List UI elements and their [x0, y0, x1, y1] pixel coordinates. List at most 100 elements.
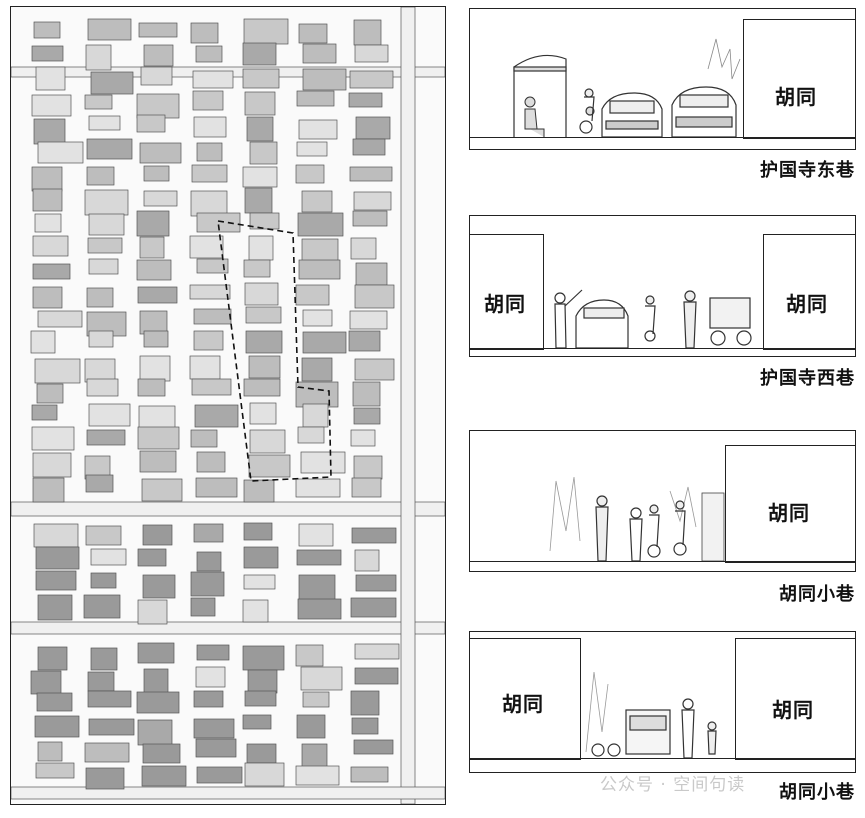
building-footprint — [248, 355, 281, 379]
pedestrian — [629, 507, 643, 562]
building-footprint — [85, 767, 125, 790]
building-footprint — [193, 690, 224, 708]
building-footprint — [242, 42, 277, 66]
building-footprint — [37, 310, 83, 328]
building-footprint — [31, 45, 64, 62]
building-footprint — [196, 451, 226, 473]
building-footprint — [302, 691, 330, 708]
hutong-building — [743, 19, 855, 139]
ground-line — [470, 348, 855, 349]
building-footprint — [351, 717, 379, 735]
building-footprint — [189, 235, 224, 259]
building-footprint — [193, 116, 227, 138]
seated-person — [524, 96, 545, 137]
building-footprint — [354, 284, 395, 309]
building-footprint — [295, 164, 325, 184]
building-footprint — [87, 690, 132, 708]
building-footprint — [32, 235, 69, 257]
building-footprint — [139, 142, 182, 164]
building-footprint — [137, 286, 178, 304]
car-2 — [671, 86, 737, 138]
building-footprint — [191, 378, 232, 396]
building-footprint — [85, 44, 112, 71]
hutong-label: 胡同 — [768, 501, 810, 525]
building-footprint — [352, 381, 381, 407]
building-footprint — [243, 479, 275, 503]
building-footprint — [244, 762, 285, 787]
building-footprint — [90, 647, 118, 671]
building-footprint — [31, 166, 63, 192]
cyclist — [647, 504, 661, 558]
building-footprint — [246, 743, 277, 764]
building-footprint — [136, 691, 180, 714]
building-footprint — [87, 671, 115, 692]
building-footprint — [32, 452, 72, 478]
building-footprint — [88, 330, 114, 348]
building-footprint — [137, 719, 173, 746]
building-footprint — [143, 165, 170, 182]
section-3-drawing — [549, 476, 725, 562]
building-footprint — [139, 450, 177, 473]
building-footprint — [193, 523, 224, 543]
building-footprint — [298, 574, 336, 601]
building-footprint — [243, 546, 279, 569]
hutong-label-right: 胡同 — [772, 698, 814, 722]
building-footprint — [86, 166, 115, 186]
building-footprint — [30, 330, 56, 354]
building-footprint — [298, 523, 334, 547]
building-footprint — [142, 743, 181, 764]
building-footprint — [301, 357, 333, 382]
hutong-label: 胡同 — [775, 85, 817, 109]
building-footprint — [297, 598, 342, 620]
building-footprint — [190, 597, 216, 617]
building-footprint — [249, 141, 278, 165]
building-footprint — [353, 191, 392, 211]
road — [11, 501, 445, 517]
building-footprint — [88, 115, 121, 131]
building-footprint — [141, 478, 183, 502]
building-footprint — [242, 645, 285, 671]
building-footprint — [300, 666, 343, 691]
building-footprint — [243, 18, 289, 45]
street-section-2: 胡同 胡同 — [469, 215, 856, 357]
building-footprint — [37, 141, 84, 164]
building-footprint — [244, 91, 276, 116]
building-footprint — [143, 330, 169, 348]
building-footprint — [190, 190, 228, 217]
building-footprint — [354, 667, 399, 685]
building-footprint — [37, 594, 73, 621]
building-footprint — [141, 765, 187, 787]
building-footprint — [190, 22, 219, 44]
building-footprint — [298, 23, 328, 44]
building-footprint — [142, 574, 176, 599]
building-footprint — [350, 429, 376, 447]
building-footprint — [244, 690, 277, 707]
building-footprint — [84, 742, 130, 763]
building-footprint — [33, 21, 61, 39]
building-footprint — [196, 258, 229, 274]
building-footprint — [355, 116, 391, 140]
building-footprint — [136, 114, 166, 133]
building-footprint — [139, 236, 165, 259]
building-footprint — [248, 454, 291, 478]
street-section-4: 胡同 胡同 — [469, 631, 856, 773]
cyclist — [673, 500, 687, 556]
building-footprint — [296, 714, 326, 739]
building-footprint — [244, 282, 279, 306]
street-section-1: 胡同 — [469, 8, 856, 150]
building-footprint — [193, 718, 235, 739]
building-footprint — [295, 381, 339, 408]
building-footprint — [84, 94, 113, 110]
ground-line — [470, 137, 855, 138]
tree-sketch — [549, 476, 697, 552]
section-4-caption: 胡同小巷 — [779, 782, 855, 803]
building-footprint — [350, 597, 397, 618]
hutong-building-right — [763, 234, 855, 350]
building-footprint — [37, 646, 68, 671]
building-footprint — [295, 478, 341, 498]
building-footprint — [36, 383, 64, 404]
hutong-building — [725, 445, 855, 563]
building-footprint — [301, 238, 339, 264]
building-footprint — [348, 330, 381, 352]
hutong-building-left — [470, 234, 544, 350]
